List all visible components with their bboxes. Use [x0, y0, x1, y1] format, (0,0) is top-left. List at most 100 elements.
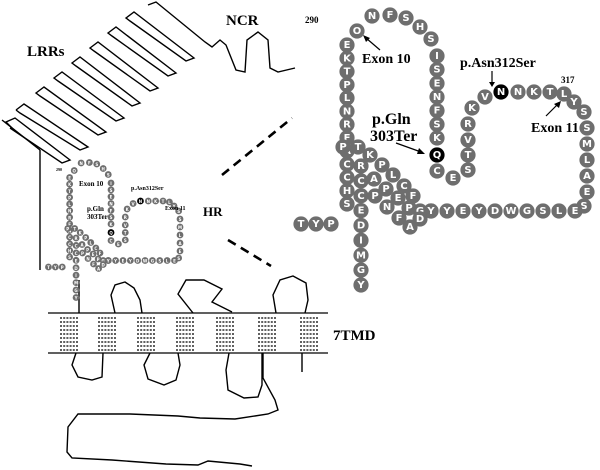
residue-circle: [339, 90, 355, 106]
residue-circle: [72, 234, 80, 242]
residue-inner-diagonal-small: P: [64, 225, 72, 232]
residue-letter: T: [547, 87, 554, 98]
residue-circle: [82, 234, 90, 241]
residue-loop-left-up-small: T: [121, 229, 129, 236]
residue-right-arm-top-down-small: E: [107, 193, 115, 201]
residue-inner-column-small: M: [72, 279, 80, 287]
residue-circle: [104, 171, 112, 178]
residue-circle: [104, 257, 112, 264]
residue-letter: N: [147, 199, 150, 204]
residue-letter: L: [556, 206, 563, 217]
lrr-domain-outline: [4, 1, 296, 270]
residue-letter: E: [434, 78, 441, 89]
residue-left-arm-top-down: N: [339, 103, 355, 119]
residue-inner-column: Y: [353, 277, 369, 293]
mutation-asn-label: p.Asn312Ser: [460, 56, 536, 71]
residue-circle: [90, 260, 97, 268]
residue-letter: T: [355, 142, 362, 153]
residue-circle: [72, 256, 80, 264]
residue-circle: [353, 203, 369, 219]
residue-loop-bottom-right-to-left-small: W: [141, 257, 149, 264]
residue-letter: C: [110, 239, 113, 244]
residue-inner-small-small: N: [84, 255, 92, 262]
residue-loop-right-down: E: [579, 184, 595, 200]
residue-letter: K: [79, 231, 83, 236]
residue-circle: [308, 216, 324, 232]
residue-letter: Y: [311, 219, 320, 230]
residue-inner-small-small: P: [94, 255, 102, 263]
residue-inner-diagonal: F: [405, 188, 421, 204]
residue-letter: Y: [442, 206, 451, 217]
residue-loop-bottom-right-to-left-small: L: [163, 257, 171, 264]
residue-inner-column: E: [353, 203, 369, 219]
residue-circle: [77, 159, 85, 167]
residue-circle: [99, 261, 107, 268]
lrrs-label: LRRs: [27, 44, 65, 60]
residue-top-arc-small: F: [86, 159, 93, 166]
residue-letter: R: [464, 119, 472, 130]
residue-circle: [107, 237, 115, 244]
residue-letter: R: [68, 215, 71, 220]
residue-letter: T: [47, 265, 50, 270]
residue-left-arm-top-down: S: [339, 196, 355, 212]
residue-tail: Y: [308, 216, 324, 232]
residue-inner-column: C: [353, 188, 369, 204]
residue-circle: [460, 116, 476, 132]
residue-right-arm-top-down: S: [429, 116, 445, 132]
residue-circle: [121, 229, 129, 236]
residue-circle: [51, 263, 59, 271]
residue-loop-top-small: L: [166, 198, 173, 206]
residue-letter: F: [434, 106, 441, 117]
residue-inner-small-small: F: [90, 260, 97, 268]
residue-circle: [107, 206, 115, 214]
hinge-region-detail: OEKTPLNRFACCHSPYTNFSHSISENFSKQCESTVRKVNN…: [293, 7, 595, 293]
mutation-asn-arrowhead: [489, 82, 495, 87]
residue-inner-small-small: A: [78, 241, 86, 248]
residue-letter: R: [124, 215, 127, 220]
residue-circle: [72, 264, 80, 272]
residue-right-arm-top-down: E: [429, 75, 445, 91]
small-exon10-label: Exon 10: [79, 180, 104, 188]
residue-circle: [579, 136, 595, 152]
residue-letter: G: [74, 288, 77, 293]
small-mutation-gln-line2: 303Ter: [87, 213, 108, 221]
residue-loop-right-down-small: S: [175, 207, 183, 215]
exon10-label: Exon 10: [362, 52, 411, 67]
residue-circle: [89, 250, 97, 258]
residue-letter: F: [68, 222, 71, 227]
residue-letter: S: [179, 217, 182, 222]
residue-letter: K: [109, 222, 113, 227]
residue-letter: O: [353, 26, 362, 37]
residue-inner-column-small: C: [72, 242, 80, 249]
residue-left-arm-top-down: L: [339, 90, 355, 106]
residue-letter: P: [86, 248, 89, 253]
residue-circle: [398, 10, 414, 26]
residue-circle: [339, 63, 355, 80]
residue-letter: E: [68, 176, 71, 181]
residue-inner-diagonal: P: [374, 157, 390, 173]
residue-right-arm-top-down: C: [429, 163, 445, 179]
residue-left-arm-top-down-small: R: [66, 213, 74, 221]
residue-circle: [121, 213, 129, 221]
residue-inner-column-small: E: [72, 256, 80, 264]
residue-letter: F: [99, 251, 102, 256]
residue-tail-small: T: [45, 263, 52, 271]
residue-letter: M: [582, 139, 592, 150]
residue-loop-top-small: T: [159, 197, 167, 205]
residue-circle: [510, 84, 526, 100]
residue-right-arm-top-down: S: [429, 62, 445, 78]
residue-letter: K: [154, 199, 158, 204]
residue-loop-bottom-right-to-left: W: [503, 203, 519, 219]
residue-letter: C: [343, 173, 350, 184]
residue-circle: [119, 257, 127, 264]
residue-circle: [149, 257, 156, 264]
residue-circle: [293, 216, 309, 232]
residue-right-arm-top-down-small: E: [114, 240, 122, 248]
residue-circle: [58, 263, 66, 271]
ncr-label: NCR: [226, 13, 259, 29]
residue-loop-right-down-small: M: [176, 223, 184, 231]
residue-circle: [339, 116, 355, 133]
residue-letter: L: [68, 202, 71, 207]
residue-circle: [579, 120, 595, 136]
residue-letter: S: [110, 188, 113, 193]
